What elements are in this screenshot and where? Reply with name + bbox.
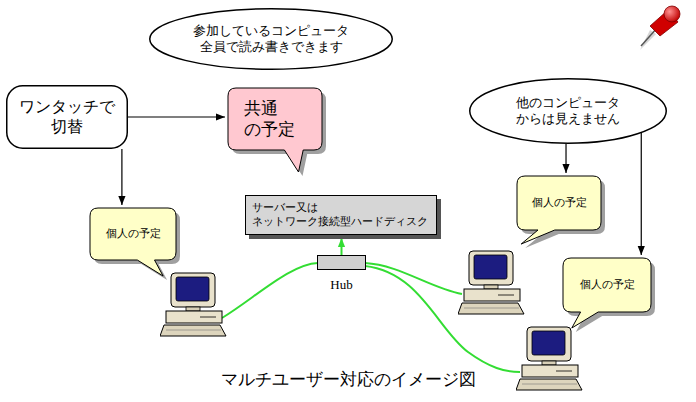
server-box: サーバー又は ネットワーク接続型ハードディスク xyxy=(245,195,437,235)
note-ellipse: 参加しているコンピュータ 全員で読み書きできます xyxy=(149,8,393,70)
shared-schedule-bubble: 共通 の予定 xyxy=(228,88,322,150)
node-label: Hub xyxy=(330,277,352,293)
arrow-connector xyxy=(641,133,642,255)
caption: マルチユーザー対応のイメージ図 xyxy=(0,368,696,391)
node-label: サーバー又は ネットワーク接続型ハードディスク xyxy=(252,201,430,229)
node-label: ワンタッチで 切替 xyxy=(15,97,120,137)
personal-schedule-bubble: 個人の予定 xyxy=(517,176,601,230)
personal-schedule-bubble: 個人の予定 xyxy=(90,208,176,260)
arrow-connector xyxy=(128,116,225,117)
arrow-connector xyxy=(565,144,566,173)
arrow-connector xyxy=(341,238,343,255)
computer xyxy=(516,327,582,390)
pushpin-icon xyxy=(640,6,680,50)
node-label: 共通 の予定 xyxy=(244,98,306,141)
node-label: 個人の予定 xyxy=(580,278,635,292)
node-label: 個人の予定 xyxy=(532,196,587,210)
hub-box: Hub xyxy=(317,255,366,293)
arrow-connector xyxy=(121,149,122,205)
note-ellipse: 他のコンピュータ からは見えません xyxy=(469,78,667,144)
node-label: 他のコンピュータ からは見えません xyxy=(498,95,638,128)
computer xyxy=(458,251,524,314)
action-box: ワンタッチで 切替 xyxy=(6,85,128,149)
personal-schedule-bubble: 個人の予定 xyxy=(563,258,651,312)
node-label: 個人の予定 xyxy=(106,227,161,241)
computer xyxy=(160,273,226,336)
node-label: 参加しているコンピュータ 全員で読み書きできます xyxy=(184,23,359,56)
